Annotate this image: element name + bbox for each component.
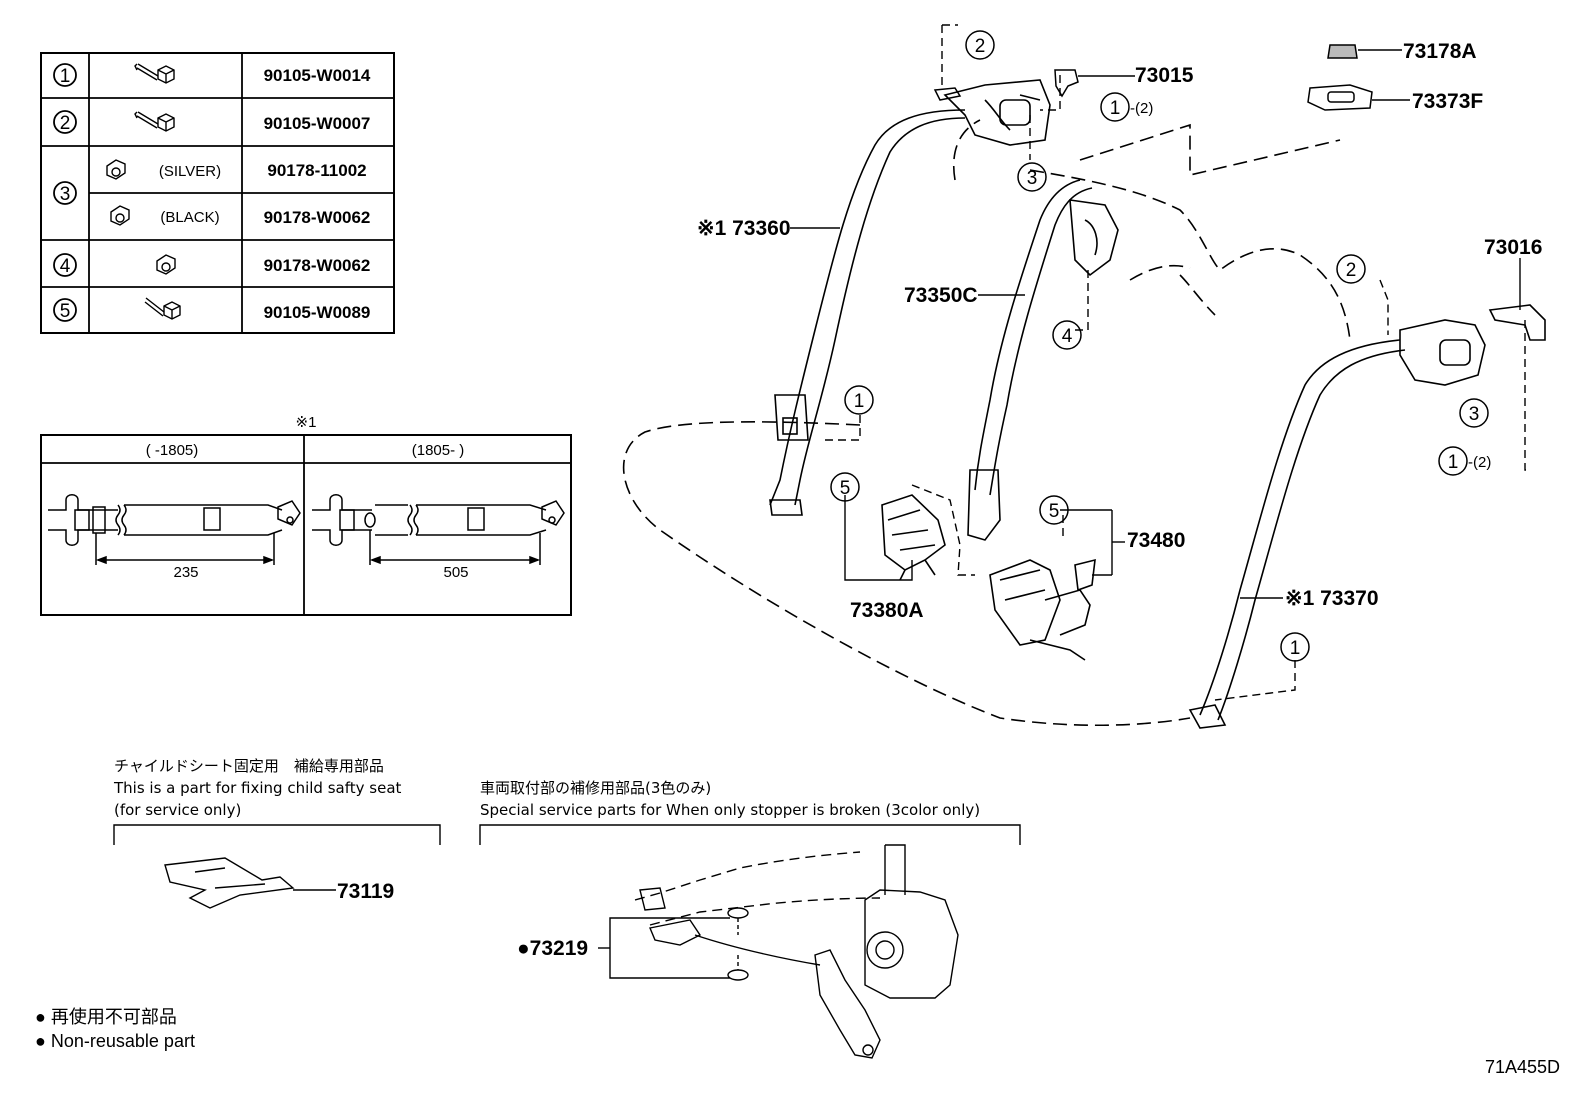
callout-1-bottom: 1 [1290,638,1301,659]
nut-icon [106,159,126,180]
callout-circles [830,30,1489,662]
left-dim: 235 [173,564,198,581]
anchor-bracket-73015 [933,69,1079,101]
row4-num: 4 [60,256,71,277]
part-73380A: 73380A [850,599,924,622]
buckle-73480 [989,558,1096,661]
part-73360: ※1 73360 [697,217,791,240]
stopper-en: Special service parts for When only stop… [480,801,980,819]
part-73016: 73016 [1484,236,1542,259]
diagram-id: 71A455D [1485,1057,1560,1077]
callout-3-top: 3 [1027,168,1038,189]
right-dim: 505 [443,564,468,581]
part-73373F: 73373F [1412,90,1483,113]
callout-4: 4 [1062,326,1073,347]
belt-73350C [967,179,1119,541]
row5-part: 90105-W0089 [264,303,371,322]
callout-1-top: 1 [1110,98,1121,119]
legend-jp: ● 再使用不可部品 [35,1007,177,1027]
bolt-icon [134,111,175,132]
bolt-icon [144,297,181,320]
part-73219: ●73219 [517,937,588,960]
callout-1-left: 1 [854,391,865,412]
belt-73370 [1188,304,1546,729]
right-header: (1805- ) [412,442,465,459]
callout-3-right: 3 [1469,404,1480,425]
child-seat-en2: (for service only) [114,801,241,819]
belt-left-drawing [48,494,301,565]
left-header: ( -1805) [146,442,199,459]
row3b-part: 90178-W0062 [264,208,371,227]
nut-icon [156,254,176,275]
belt-73360 [769,79,1051,516]
callout-2-top: 2 [975,36,986,57]
part-73119: 73119 [337,880,394,903]
row5-num: 5 [60,301,71,322]
part-73015: 73015 [1135,64,1194,87]
row3a-part: 90178-11002 [267,161,366,180]
legend-en: ● Non-reusable part [35,1031,195,1051]
callout-1-2-b: -(2) [1468,454,1491,471]
row3b-desc: (BLACK) [160,209,219,226]
callout-5-left: 5 [840,478,851,499]
row2-num: 2 [60,113,71,134]
row2-part: 90105-W0007 [264,114,371,133]
row4-part: 90178-W0062 [264,256,371,275]
note1-mark: ※1 [296,414,317,431]
child-seat-jp: チャイルドシート固定用 補給専用部品 [114,757,384,775]
cover-73178A [1327,44,1358,59]
seat-outline [622,119,1351,727]
callout-1-2-a: -(2) [1130,100,1153,117]
callout-5-right: 5 [1049,501,1060,522]
nut-icon [110,205,130,226]
bolt-table: 1 2 3 4 5 (SILVER) (BLACK) 90105-W0014 [40,52,395,334]
child-seat-box [113,824,441,909]
part-73480: 73480 [1127,529,1185,552]
callout-2-right: 2 [1346,260,1357,281]
belt-length-table: ※1 ( -1805) (1805- ) 235 [40,414,572,616]
belt-right-drawing [312,494,565,565]
stopper-jp: 車両取付部の補修用部品(3色のみ) [480,779,711,797]
bolt-icon [134,63,175,84]
part-73350C: 73350C [904,284,978,307]
row1-num: 1 [60,66,71,87]
row3-num: 3 [60,184,71,205]
callout-1-right: 1 [1448,452,1459,473]
part-73370: ※1 73370 [1285,587,1379,610]
part-73178A: 73178A [1403,40,1477,63]
row1-part: 90105-W0014 [264,66,371,85]
row3a-desc: (SILVER) [159,163,221,180]
child-seat-en1: This is a part for fixing child safty se… [113,779,402,797]
dashed-leaders [822,24,1530,701]
cover-73373F [1307,84,1373,111]
stopper-box [479,824,1021,1059]
buckle-73380A [881,494,946,581]
